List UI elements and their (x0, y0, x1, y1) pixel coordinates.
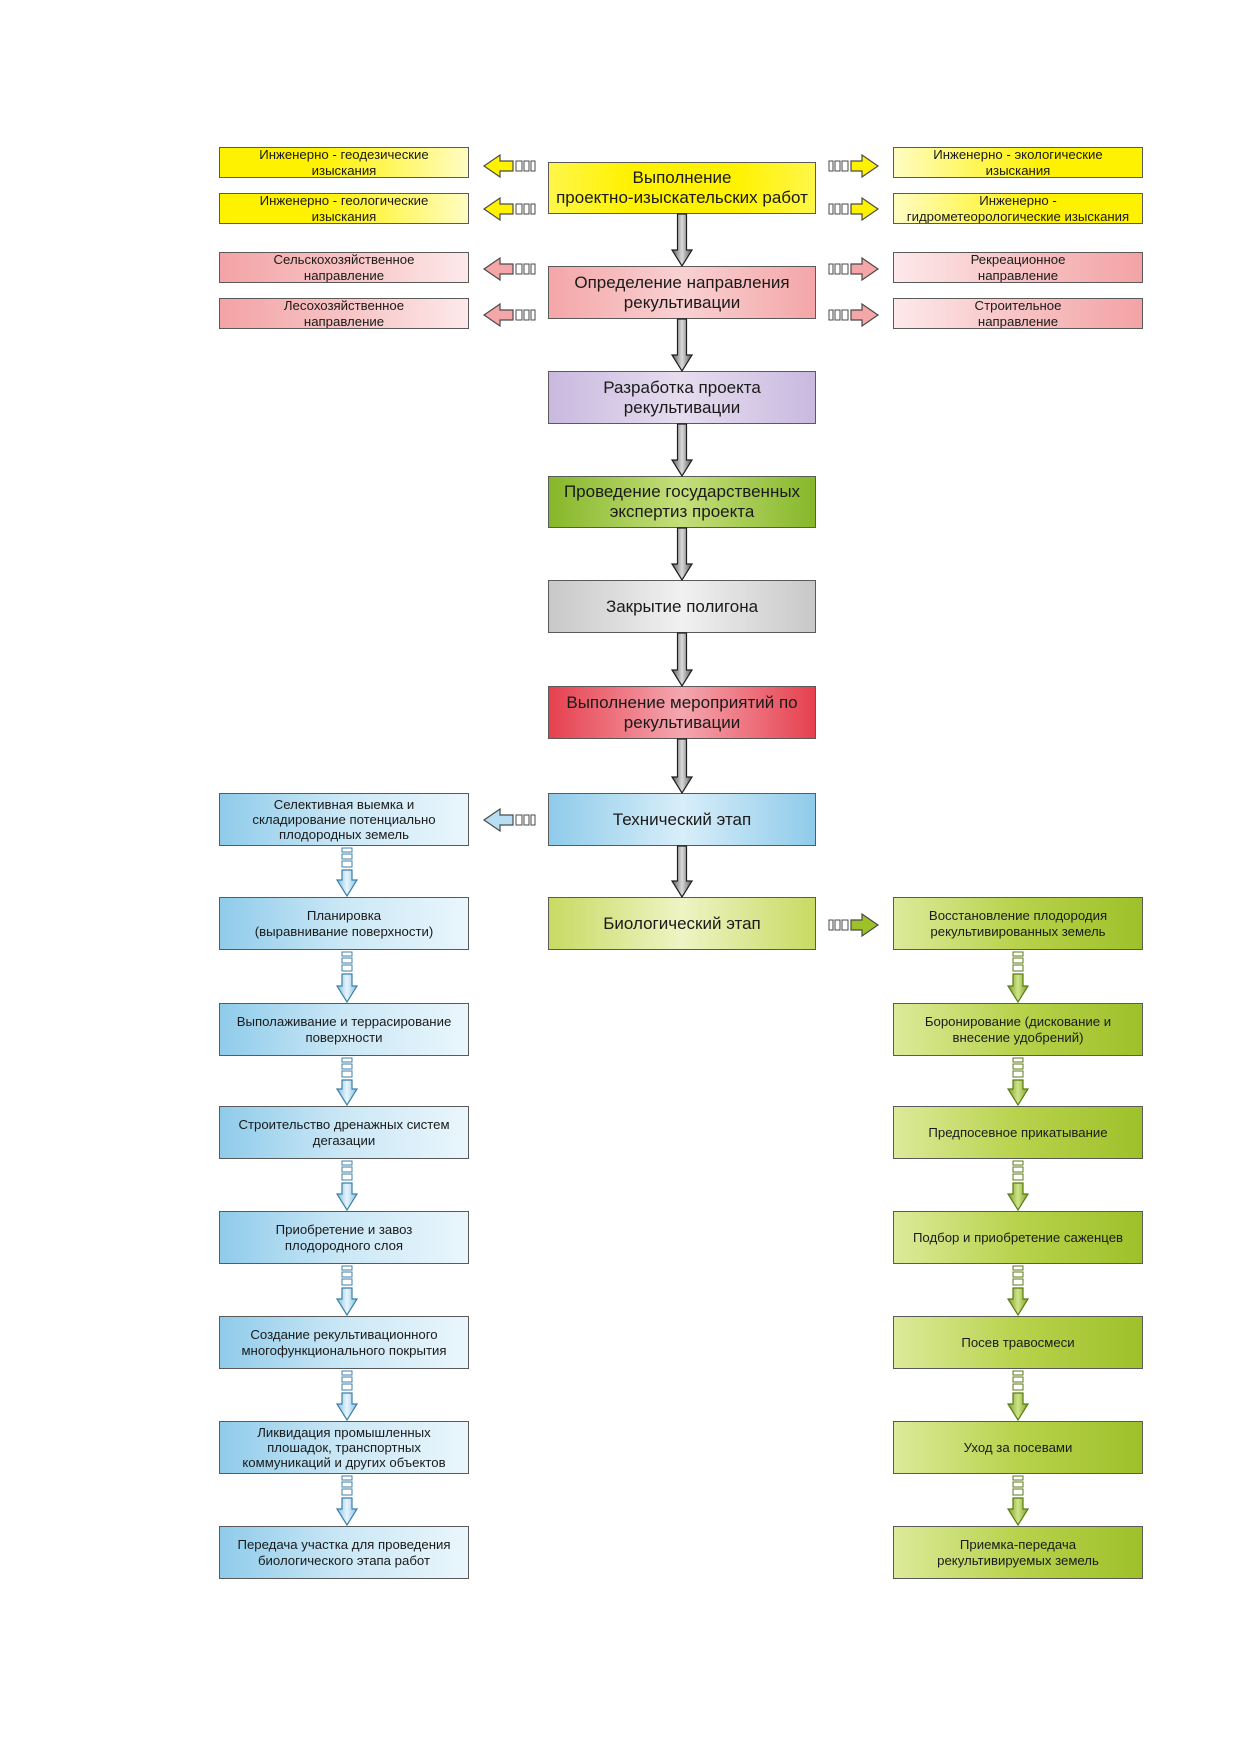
technical-step-5: Приобретение и завоз плодородного слоя (219, 1211, 469, 1264)
direction-forestry: Лесохозяйственное направление (219, 298, 469, 329)
survey-geological: Инженерно - геологические изыскания (219, 193, 469, 224)
technical-step-2: Планировка (выравнивание поверхности) (219, 897, 469, 950)
technical-arrow-7 (335, 1475, 359, 1527)
biological-step-3: Предпосевное прикатывание (893, 1106, 1143, 1159)
technical-arrow-6 (335, 1370, 359, 1422)
technical-arrow-1 (335, 847, 359, 898)
technical-arrow-4 (335, 1160, 359, 1212)
main-flow-arrow-6 (670, 738, 694, 795)
arrow-to-construction (828, 302, 880, 328)
main-step-landfill-closure: Закрытие полигона (548, 580, 816, 633)
technical-step-8: Передача участка для проведения биологич… (219, 1526, 469, 1579)
direction-agricultural: Сельскохозяйственное направление (219, 252, 469, 283)
arrow-to-geodetic (482, 153, 536, 179)
main-flow-arrow-1 (670, 213, 694, 268)
arrow-to-forestry (482, 302, 536, 328)
arrow-to-hydrometeorological (828, 196, 880, 222)
arrow-to-ecological (828, 153, 880, 179)
biological-arrow-2 (1006, 1057, 1030, 1107)
arrow-to-biological-column (828, 912, 880, 938)
main-step-biological-stage: Биологический этап (548, 897, 816, 950)
arrow-to-technical-column (482, 807, 536, 833)
survey-ecological: Инженерно - экологические изыскания (893, 147, 1143, 178)
main-step-surveys: Выполнение проектно-изыскательских работ (548, 162, 816, 214)
biological-arrow-5 (1006, 1370, 1030, 1422)
technical-step-3: Выполаживание и террасирование поверхнос… (219, 1003, 469, 1056)
biological-arrow-6 (1006, 1475, 1030, 1527)
biological-step-5: Посев травосмеси (893, 1316, 1143, 1369)
survey-hydrometeorological: Инженерно - гидрометеорологические изыск… (893, 193, 1143, 224)
technical-step-6: Создание рекультивационного многофункцио… (219, 1316, 469, 1369)
main-step-state-expertise: Проведение государственных экспертиз про… (548, 476, 816, 528)
technical-arrow-5 (335, 1265, 359, 1317)
main-step-technical-stage: Технический этап (548, 793, 816, 846)
main-flow-arrow-2 (670, 318, 694, 373)
technical-step-7: Ликвидация промышленных плошадок, трансп… (219, 1421, 469, 1474)
technical-arrow-2 (335, 951, 359, 1004)
main-flow-arrow-4 (670, 527, 694, 582)
biological-step-2: Боронирование (дискование и внесение удо… (893, 1003, 1143, 1056)
biological-arrow-1 (1006, 951, 1030, 1004)
arrow-to-geological (482, 196, 536, 222)
technical-step-1: Селективная выемка и складирование потен… (219, 793, 469, 846)
biological-arrow-4 (1006, 1265, 1030, 1317)
direction-recreational: Рекреационное направление (893, 252, 1143, 283)
biological-step-4: Подбор и приобретение саженцев (893, 1211, 1143, 1264)
biological-step-1: Восстановление плодородия рекультивирова… (893, 897, 1143, 950)
biological-step-7: Приемка-передача рекультивируемых земель (893, 1526, 1143, 1579)
main-flow-arrow-5 (670, 632, 694, 688)
technical-arrow-3 (335, 1057, 359, 1107)
survey-geodetic: Инженерно - геодезические изыскания (219, 147, 469, 178)
arrow-to-recreational (828, 256, 880, 282)
main-flow-arrow-7 (670, 845, 694, 899)
main-flow-arrow-3 (670, 423, 694, 478)
biological-arrow-3 (1006, 1160, 1030, 1212)
biological-step-6: Уход за посевами (893, 1421, 1143, 1474)
arrow-to-agricultural (482, 256, 536, 282)
direction-construction: Строительное направление (893, 298, 1143, 329)
technical-step-4: Строительство дренажных систем дегазации (219, 1106, 469, 1159)
